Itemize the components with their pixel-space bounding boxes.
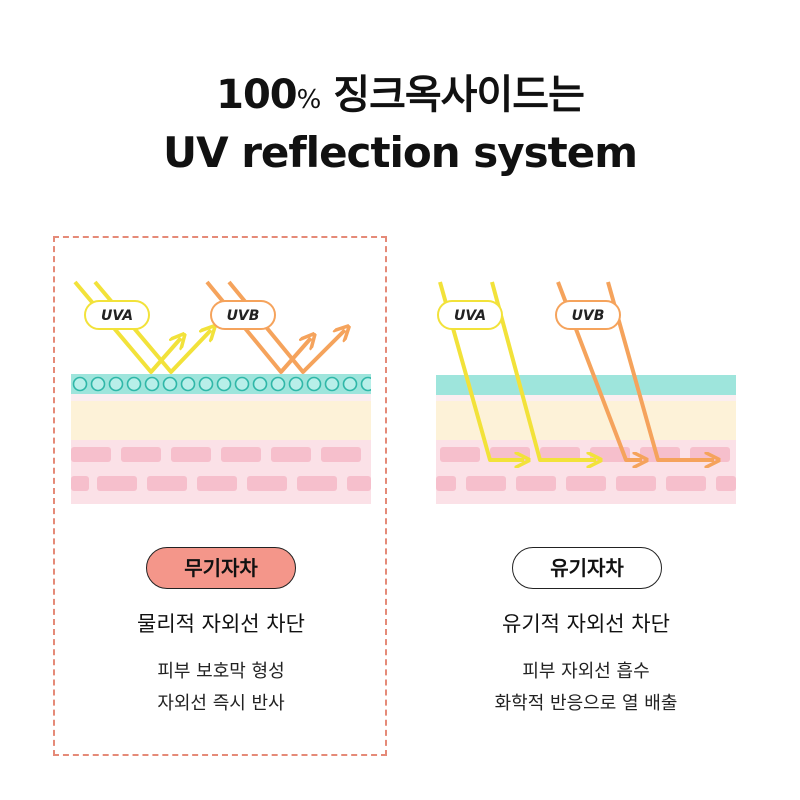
uvb-rays [556,281,714,460]
svg-text:UVA: UVA [101,308,133,324]
uva-label: UVA [84,300,150,330]
highlight-dashed-box [53,236,387,756]
skin-cells [436,447,736,491]
uvb-label: UVB [210,300,276,330]
inorganic-desc-line-1: 피부 보호막 형성 [157,661,285,682]
headline-number: 100 [216,72,297,118]
uva-rays [438,281,596,460]
inorganic-subtitle: 물리적 자외선 차단 [137,612,305,636]
svg-text:UVB: UVB [572,308,605,324]
organic-desc-line-1: 피부 자외선 흡수 [522,661,650,682]
absorption-diagram: UVA UVB [436,281,736,504]
zinc-oxide-particles [72,376,371,392]
organic-description: 피부 자외선 흡수 화학적 반응으로 열 배출 [436,656,736,720]
uvb-label: UVB [555,300,621,330]
uva-label: UVA [437,300,503,330]
organic-desc-line-2: 화학적 반응으로 열 배출 [494,693,678,714]
inorganic-description: 피부 보호막 형성 자외선 즉시 반사 [71,656,371,720]
svg-text:UVA: UVA [454,308,486,324]
cream-layer-2 [71,401,371,443]
reflection-diagram: UVA UVB [71,280,371,504]
headline-line-2: UV reflection system [162,128,638,177]
cream-layer [436,395,736,401]
svg-text:UVB: UVB [227,308,260,324]
inorganic-desc-line-2: 자외선 즉시 반사 [157,693,285,714]
headline-line-1: 100% 징크옥사이드는 [0,62,800,120]
inorganic-sunscreen-badge: 무기자차 [146,547,296,589]
filter-layer [436,375,736,395]
organic-sunscreen-badge: 유기자차 [512,547,662,589]
organic-subtitle: 유기적 자외선 차단 [502,612,670,636]
skin-cells [71,447,371,491]
headline-text: 징크옥사이드는 [320,72,585,118]
cream-layer-2 [436,401,736,443]
headline-percent: % [296,85,322,115]
